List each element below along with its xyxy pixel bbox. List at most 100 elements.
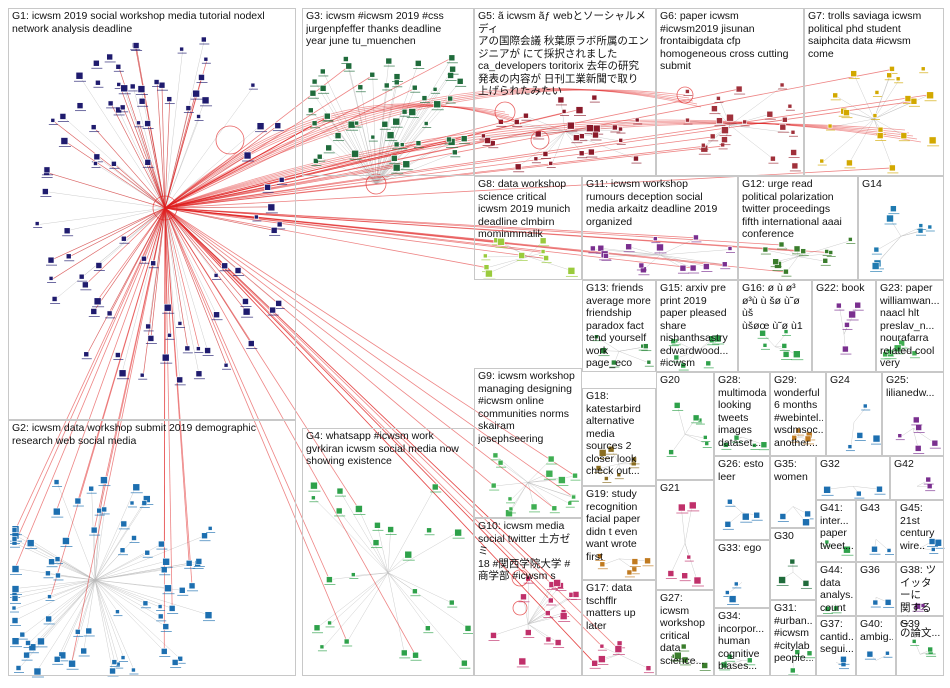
node-g6[interactable] <box>685 89 690 94</box>
node-g4[interactable] <box>355 505 363 513</box>
node-g2[interactable] <box>19 631 26 638</box>
node-g9[interactable] <box>571 494 576 500</box>
node-g15[interactable] <box>673 354 680 361</box>
group-box-g4[interactable]: G4: whatsapp #icwsm work gvrkiran icwsm … <box>302 428 474 676</box>
group-box-g26[interactable]: G26: esto leer <box>714 456 770 540</box>
node-g5[interactable] <box>612 124 618 131</box>
node-g27[interactable] <box>701 662 709 669</box>
node-g28[interactable] <box>760 441 768 449</box>
node-g13[interactable] <box>600 347 607 354</box>
node-g6[interactable] <box>790 129 796 135</box>
node-g1[interactable] <box>48 276 54 281</box>
group-box-g27[interactable]: G27: icwsm workshop critical data scienc… <box>656 590 714 676</box>
node-g2[interactable] <box>74 497 82 505</box>
node-g2[interactable] <box>185 559 193 567</box>
node-g22[interactable] <box>848 310 856 319</box>
node-g4[interactable] <box>431 483 439 491</box>
node-g3[interactable] <box>386 131 395 139</box>
node-g6[interactable] <box>787 103 793 109</box>
node-g13[interactable] <box>594 334 599 339</box>
node-g3[interactable] <box>411 84 418 91</box>
group-box-g40[interactable]: G40: ambig... <box>856 616 896 676</box>
node-g11[interactable] <box>603 253 609 259</box>
node-g25[interactable] <box>915 424 922 431</box>
node-g1[interactable] <box>138 97 146 105</box>
node-g4[interactable] <box>425 625 431 632</box>
node-g1[interactable] <box>264 184 271 191</box>
node-g4[interactable] <box>412 651 419 659</box>
node-g3[interactable] <box>421 95 428 101</box>
group-box-g23[interactable]: G23: paper williamwan... naacl hlt presl… <box>876 280 944 372</box>
node-g5[interactable] <box>588 148 595 156</box>
node-g5[interactable] <box>586 124 594 132</box>
node-g1[interactable] <box>223 362 229 368</box>
node-g3[interactable] <box>392 117 401 126</box>
node-g11[interactable] <box>693 234 699 241</box>
node-g1[interactable] <box>256 122 265 130</box>
node-g41[interactable] <box>824 539 830 545</box>
group-box-g42[interactable]: G42 <box>890 456 944 500</box>
node-g3[interactable] <box>391 155 398 162</box>
node-g19[interactable] <box>626 569 633 576</box>
node-g3[interactable] <box>325 144 332 152</box>
node-g38[interactable] <box>920 603 926 608</box>
node-g1[interactable] <box>166 96 173 102</box>
node-g2[interactable] <box>157 613 164 620</box>
node-g2[interactable] <box>58 651 67 660</box>
node-g5[interactable] <box>548 161 554 166</box>
node-g7[interactable] <box>850 70 857 77</box>
node-g2[interactable] <box>11 617 19 624</box>
node-g2[interactable] <box>37 637 45 646</box>
node-g3[interactable] <box>311 120 318 127</box>
node-g32[interactable] <box>823 486 831 494</box>
node-g1[interactable] <box>204 347 211 354</box>
node-g27[interactable] <box>680 643 687 650</box>
node-g18[interactable] <box>595 465 602 471</box>
node-g1[interactable] <box>276 221 283 228</box>
node-g17[interactable] <box>591 659 598 667</box>
node-g15[interactable] <box>713 334 722 343</box>
node-g4[interactable] <box>319 644 325 650</box>
node-g23[interactable] <box>893 344 902 353</box>
node-g2[interactable] <box>204 611 213 619</box>
node-g3[interactable] <box>460 135 468 142</box>
node-g7[interactable] <box>872 113 878 118</box>
node-g3[interactable] <box>401 108 408 115</box>
node-g1[interactable] <box>177 321 183 326</box>
node-g21[interactable] <box>688 501 697 510</box>
node-g1[interactable] <box>115 352 121 358</box>
node-g37[interactable] <box>840 655 847 663</box>
node-g3[interactable] <box>423 121 429 126</box>
node-g1[interactable] <box>196 346 201 351</box>
node-g5[interactable] <box>573 134 580 142</box>
node-g33[interactable] <box>733 581 739 587</box>
node-g18[interactable] <box>604 476 609 481</box>
node-g34[interactable] <box>746 657 753 664</box>
node-g3[interactable] <box>351 149 359 158</box>
node-g1[interactable] <box>75 71 84 80</box>
node-g10[interactable] <box>490 632 497 639</box>
node-g2[interactable] <box>11 595 19 602</box>
node-g5[interactable] <box>618 138 624 143</box>
node-g5[interactable] <box>618 126 623 132</box>
node-g31[interactable] <box>789 667 796 674</box>
node-g4[interactable] <box>374 522 381 529</box>
node-g1[interactable] <box>63 227 71 235</box>
node-g3[interactable] <box>393 141 400 148</box>
node-g1[interactable] <box>203 56 209 62</box>
node-g2[interactable] <box>195 558 203 565</box>
node-g4[interactable] <box>448 599 455 606</box>
group-box-g38[interactable]: G38: ツ イッターに 関するこ の論文... <box>896 562 944 639</box>
node-g15[interactable] <box>705 360 712 367</box>
node-g22[interactable] <box>854 301 862 309</box>
group-box-g45[interactable]: G45: 21st century wire.. <box>896 500 944 562</box>
node-g2[interactable] <box>52 507 61 516</box>
node-g1[interactable] <box>213 311 220 319</box>
node-g10[interactable] <box>545 636 552 643</box>
node-g2[interactable] <box>120 520 128 528</box>
node-g5[interactable] <box>578 150 585 157</box>
node-g11[interactable] <box>721 261 728 268</box>
node-g1[interactable] <box>201 36 207 43</box>
node-g1[interactable] <box>184 345 191 352</box>
node-g2[interactable] <box>119 547 126 554</box>
